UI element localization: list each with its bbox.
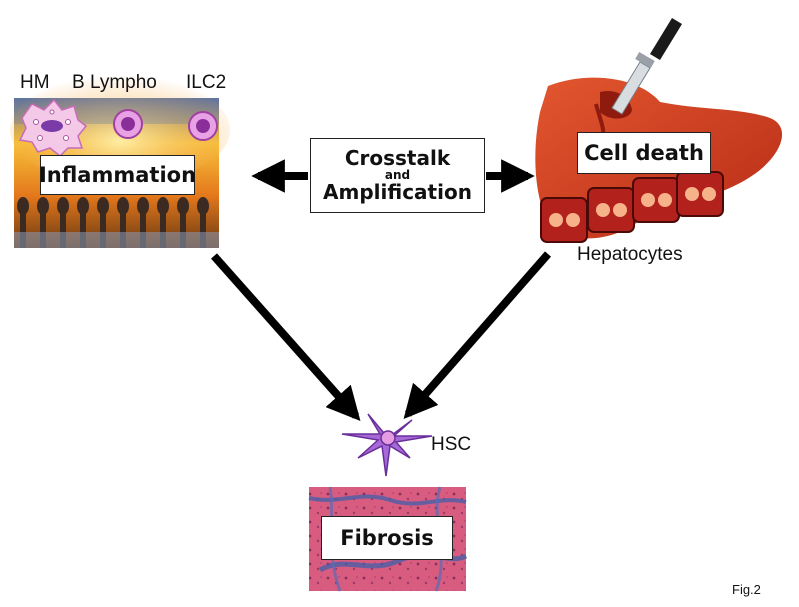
- fibrosis-label: Fibrosis: [340, 526, 434, 550]
- lymphocyte-icon: [188, 111, 218, 141]
- figure-number: Fig.2: [732, 582, 761, 597]
- hm-label: HM: [20, 72, 50, 93]
- stellate-cell-icon: [341, 413, 433, 477]
- lymphocyte-icon: [113, 109, 143, 139]
- ilc2-label: ILC2: [186, 72, 227, 93]
- inflammation-box: Inflammation: [38, 155, 197, 195]
- arrows: [211, 159, 552, 422]
- hepatocyte-icon: [632, 177, 680, 223]
- arrow-cell-death-to-hsc: [403, 251, 552, 420]
- arrow-inflammation-to-hsc: [211, 253, 361, 422]
- hsc-label: HSC: [431, 434, 472, 455]
- crosstalk-label: Crosstalk: [344, 146, 451, 171]
- liver-panel: [535, 18, 783, 243]
- cell-death-box: Cell death: [577, 132, 711, 174]
- b-lympho-label: B Lympho: [72, 72, 157, 93]
- and-label: and: [384, 168, 411, 183]
- hepatocyte-icon: [540, 197, 588, 243]
- crosstalk-box: Crosstalk and Amplification: [310, 138, 485, 213]
- knife-icon: [611, 18, 682, 115]
- matchstick-icon: [14, 197, 219, 248]
- fibrosis-box: Fibrosis: [321, 516, 453, 560]
- macrophage-icon: [18, 98, 88, 158]
- hepatocyte-icon: [676, 171, 724, 217]
- inflammation-label: Inflammation: [38, 163, 197, 187]
- cell-death-label: Cell death: [584, 141, 704, 165]
- hepatocytes-label: Hepatocytes: [577, 244, 683, 265]
- hepatocyte-icon: [587, 187, 635, 233]
- amplification-label: Amplification: [323, 179, 472, 204]
